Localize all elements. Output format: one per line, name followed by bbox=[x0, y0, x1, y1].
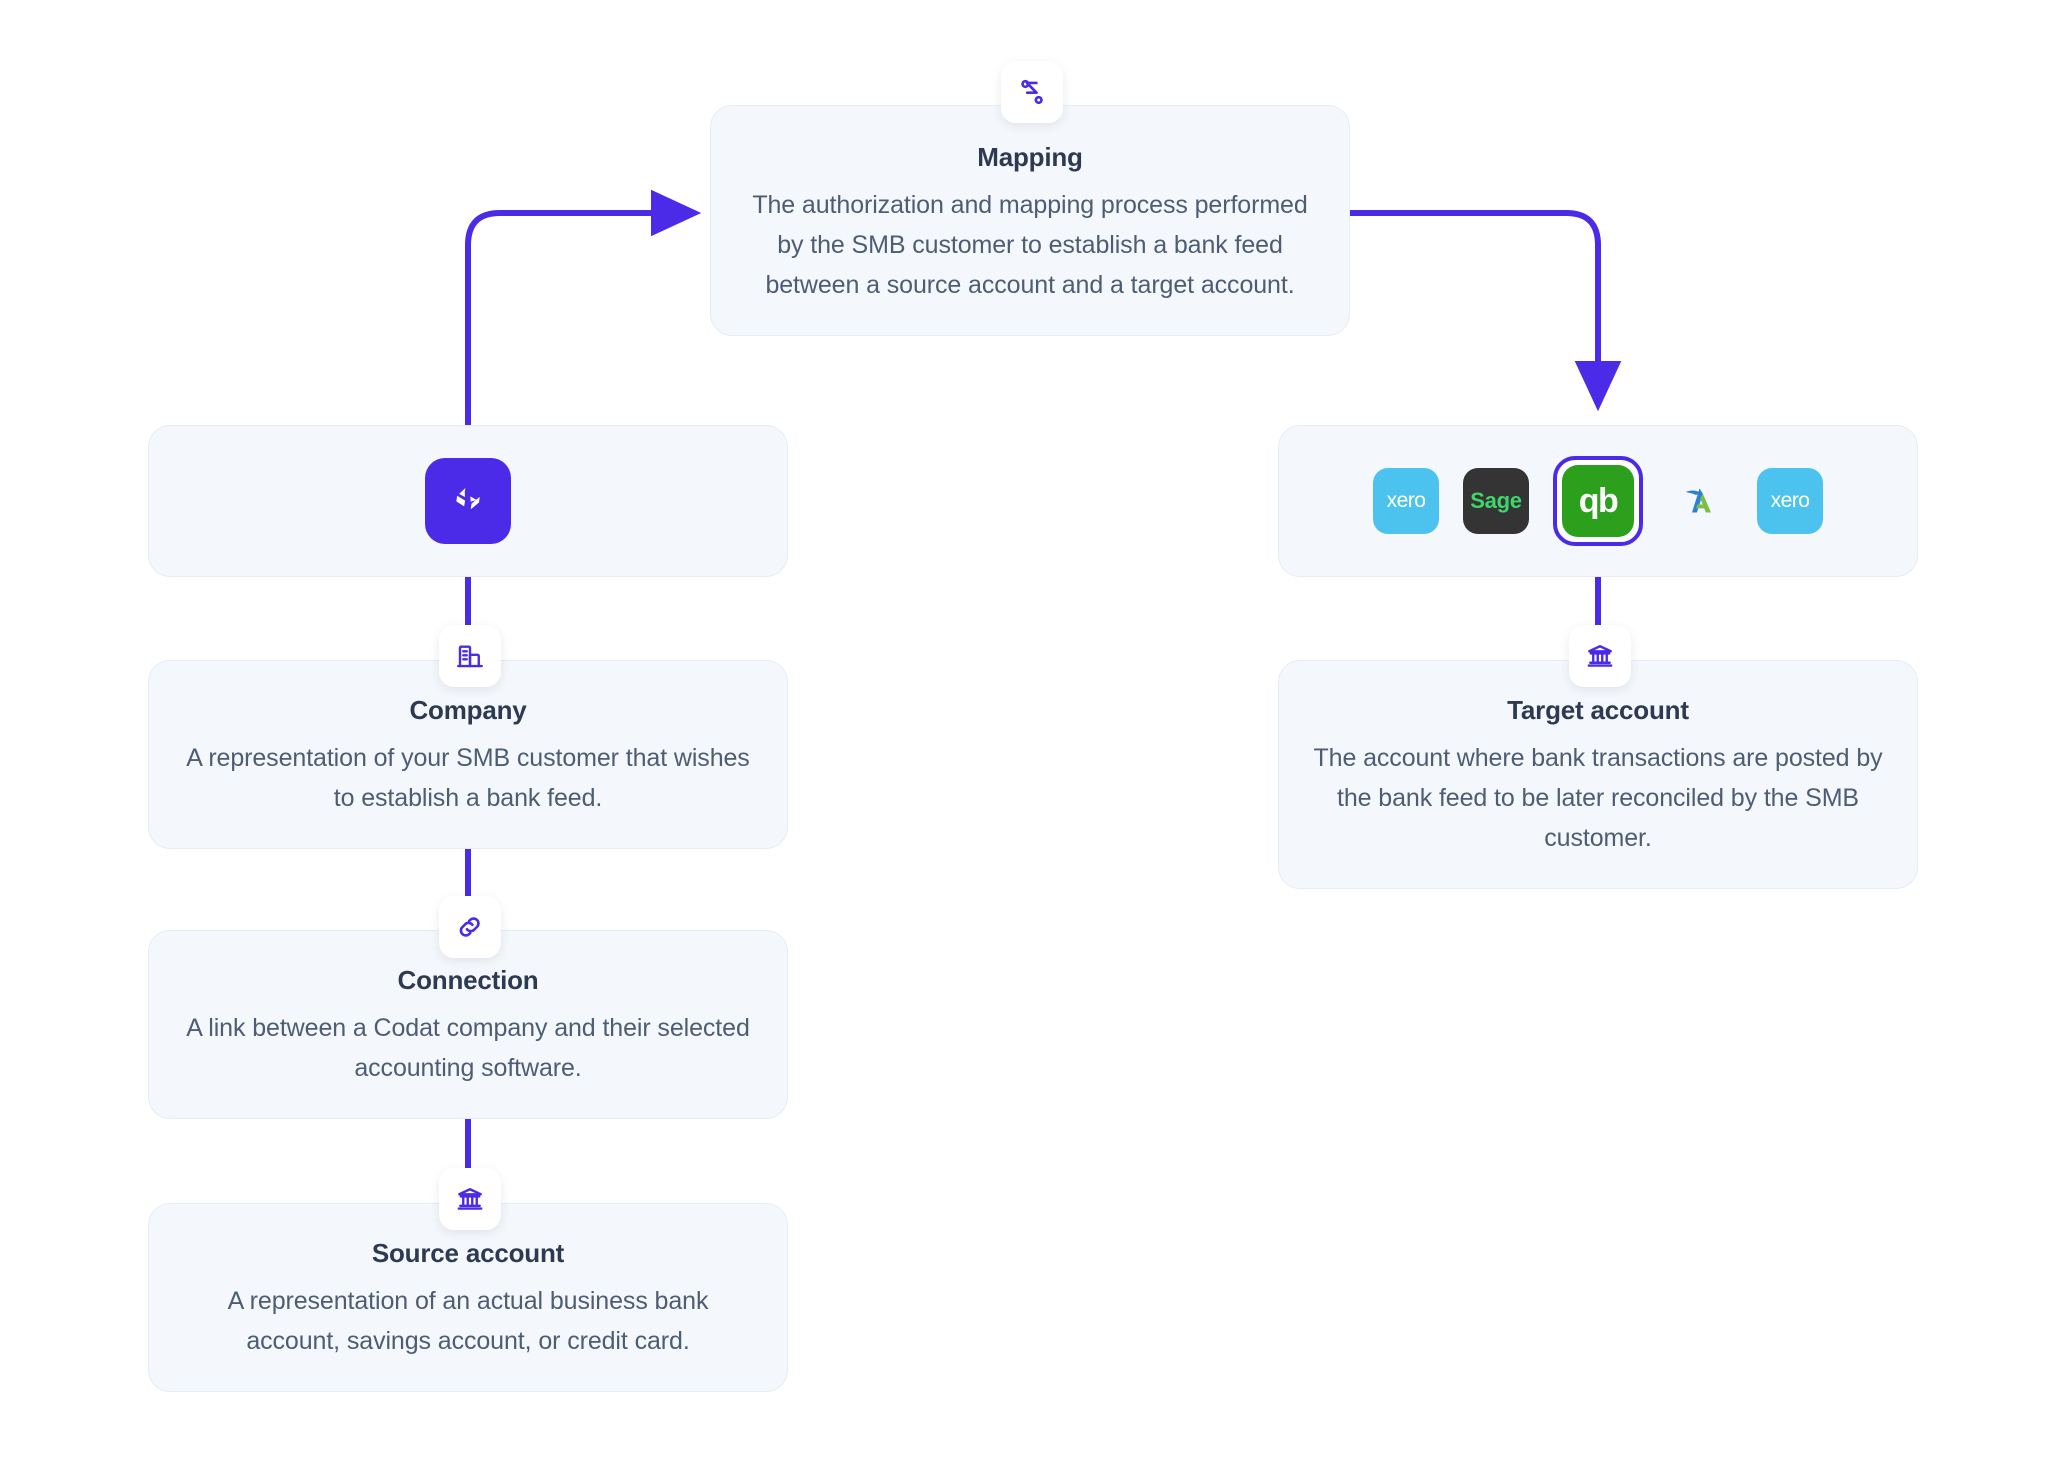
connector-platform-to-mapping bbox=[465, 189, 702, 428]
card-company-title: Company bbox=[409, 695, 527, 725]
building-icon bbox=[439, 625, 501, 687]
mapping-percent-icon bbox=[1001, 61, 1063, 123]
sage-wordmark: Sage bbox=[1470, 488, 1522, 513]
card-accounting-software: xero Sage qb xero bbox=[1278, 425, 1918, 577]
card-source-account: Source account A representation of an ac… bbox=[148, 1203, 788, 1392]
xero-logo-icon[interactable]: xero bbox=[1757, 468, 1823, 534]
codat-code-brackets-icon bbox=[425, 458, 511, 544]
card-connection-body: A link between a Codat company and their… bbox=[186, 1014, 750, 1082]
sage-logo-icon[interactable]: Sage bbox=[1463, 468, 1529, 534]
card-target-account-body: The account where bank transactions are … bbox=[1313, 744, 1883, 852]
quickbooks-selected-tile[interactable]: qb bbox=[1553, 456, 1643, 546]
card-connection-title: Connection bbox=[397, 965, 539, 995]
card-target-account-title: Target account bbox=[1507, 695, 1689, 725]
card-platform bbox=[148, 425, 788, 577]
card-target-account: Target account The account where bank tr… bbox=[1278, 660, 1918, 889]
card-company-body: A representation of your SMB customer th… bbox=[186, 744, 750, 812]
card-mapping-body: The authorization and mapping process pe… bbox=[752, 191, 1308, 299]
card-source-account-title: Source account bbox=[371, 1238, 565, 1268]
quickbooks-logo-icon: qb bbox=[1562, 465, 1634, 537]
bank-icon bbox=[439, 1168, 501, 1230]
card-company: Company A representation of your SMB cus… bbox=[148, 660, 788, 849]
card-mapping: Mapping The authorization and mapping pr… bbox=[710, 105, 1350, 336]
xero-wordmark: xero bbox=[1770, 489, 1810, 512]
card-connection: Connection A link between a Codat compan… bbox=[148, 930, 788, 1119]
xero-wordmark: xero bbox=[1386, 489, 1426, 512]
bank-icon bbox=[1569, 625, 1631, 687]
link-icon bbox=[439, 896, 501, 958]
connector-mapping-to-software bbox=[1347, 210, 1622, 412]
freeagent-logo-icon[interactable] bbox=[1667, 468, 1733, 534]
card-mapping-title: Mapping bbox=[977, 142, 1083, 172]
quickbooks-wordmark: qb bbox=[1578, 482, 1619, 520]
card-source-account-body: A representation of an actual business b… bbox=[227, 1287, 709, 1355]
xero-logo-icon[interactable]: xero bbox=[1373, 468, 1439, 534]
